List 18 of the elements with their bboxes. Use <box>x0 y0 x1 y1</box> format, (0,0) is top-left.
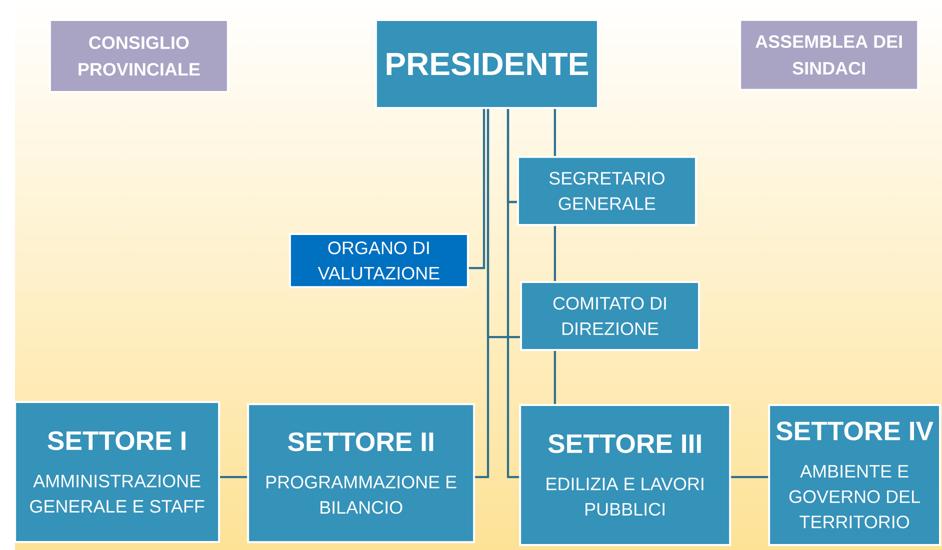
office-box: COMITATO DI DIREZIONE <box>520 281 700 351</box>
connector-line <box>731 476 768 478</box>
sector-box: SETTORE I AMMINISTRAZIONE GENERALE E STAFF <box>14 401 220 543</box>
sector-box: SETTORE III EDILIZIA E LAVORI PUBBLICI <box>519 404 732 546</box>
connector-line <box>506 109 520 478</box>
connector-line <box>554 226 556 281</box>
connector-line <box>554 351 556 404</box>
office-box: SEGRETARIO GENERALE <box>516 156 697 226</box>
president-box: PRESIDENTE <box>374 19 599 109</box>
body-box: ASSEMBLEA DEI SINDACI <box>739 18 920 91</box>
sector-box: SETTORE II PROGRAMMAZIONE E BILANCIO <box>247 403 476 544</box>
office-box: ORGANO DI VALUTAZIONE <box>288 233 469 288</box>
connector-line <box>468 109 486 270</box>
sector-box: SETTORE IV AMBIENTE E GOVERNO DEL TERRITORIO <box>768 404 941 546</box>
connector-line <box>220 476 248 478</box>
connector-line <box>475 109 490 478</box>
body-box: CONSIGLIO PROVINCIALE <box>48 19 229 93</box>
connector-line <box>554 109 556 156</box>
